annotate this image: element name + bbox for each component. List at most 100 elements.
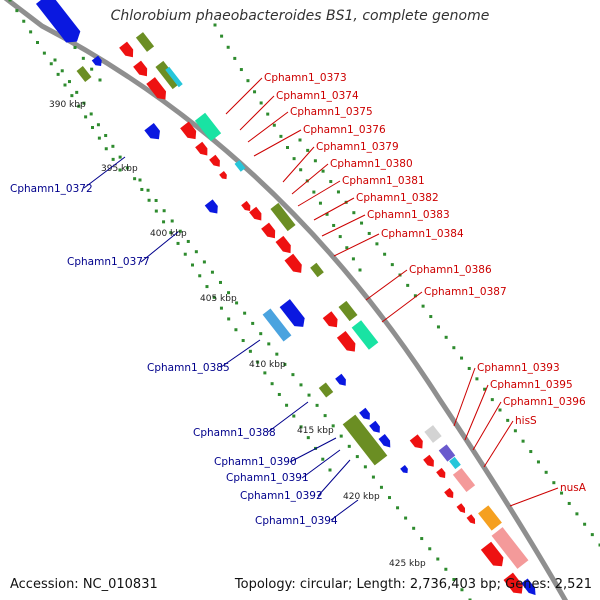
gene-label-reverse[interactable]: Cphamn1_0394 xyxy=(255,515,338,527)
gene-label-reverse[interactable]: Cphamn1_0392 xyxy=(240,490,323,502)
scale-dot xyxy=(227,291,231,295)
gene-feature xyxy=(144,123,160,140)
gene-feature xyxy=(270,202,296,232)
scale-dot xyxy=(259,101,263,105)
gene-feature xyxy=(91,55,102,66)
gene-label-forward[interactable]: Cphamn1_0374 xyxy=(276,90,359,102)
gene-feature xyxy=(452,467,476,493)
scale-dot xyxy=(118,155,122,159)
gene-block xyxy=(342,414,388,466)
scale-dot xyxy=(298,138,302,142)
gene-feature xyxy=(449,456,461,470)
leader-line xyxy=(140,231,179,263)
leader-line xyxy=(225,77,263,115)
scale-dot xyxy=(22,19,26,23)
scale-dot xyxy=(329,180,333,184)
leader-line xyxy=(365,269,408,301)
gene-label-reverse[interactable]: Cphamn1_0391 xyxy=(226,472,309,484)
gene-label-reverse[interactable]: Cphamn1_0372 xyxy=(10,183,93,195)
gene-label-forward[interactable]: Cphamn1_0381 xyxy=(342,175,425,187)
gene-arrow xyxy=(400,465,408,474)
gene-arrow xyxy=(219,171,227,180)
gene-label-forward[interactable]: nusA xyxy=(560,482,587,494)
leader-line xyxy=(333,233,380,257)
gene-arrow xyxy=(35,0,81,43)
leader-line xyxy=(247,111,289,143)
scale-dot xyxy=(306,436,310,440)
gene-arrow xyxy=(359,407,370,420)
scale-dot xyxy=(292,157,296,161)
gene-label-forward[interactable]: Cphamn1_0387 xyxy=(424,286,507,298)
gene-label-forward[interactable]: Cphamn1_0393 xyxy=(477,362,560,374)
scale-dot xyxy=(444,567,448,571)
gene-block xyxy=(438,444,456,462)
scale-dot xyxy=(560,491,564,495)
leader-line xyxy=(282,146,315,183)
scale-dot xyxy=(412,526,416,530)
accession-text: Accession: NC_010831 xyxy=(10,577,158,592)
leader-line xyxy=(313,197,355,221)
gene-feature xyxy=(436,467,446,478)
gene-label-forward[interactable]: Cphamn1_0380 xyxy=(330,158,413,170)
gene-block xyxy=(338,300,358,322)
scale-dot xyxy=(436,325,440,329)
gene-arrow xyxy=(91,55,102,66)
scale-dot xyxy=(133,177,137,181)
scale-dot xyxy=(29,30,33,34)
gene-label-forward[interactable]: Cphamn1_0379 xyxy=(316,141,399,153)
scale-dot xyxy=(42,51,46,55)
gene-label-forward[interactable]: Cphamn1_0375 xyxy=(290,106,373,118)
gene-label-forward[interactable]: Cphamn1_0395 xyxy=(490,379,573,391)
gene-label-reverse[interactable]: Cphamn1_0388 xyxy=(193,427,276,439)
scale-dot xyxy=(567,501,571,505)
gene-block xyxy=(491,527,529,569)
gene-feature xyxy=(310,262,324,278)
scale-dot xyxy=(104,147,108,151)
scale-dot xyxy=(243,311,247,315)
gene-label-forward[interactable]: Cphamn1_0386 xyxy=(409,264,492,276)
scale-dot xyxy=(118,168,122,172)
gene-label-reverse[interactable]: Cphamn1_0377 xyxy=(67,256,150,268)
gene-label-forward[interactable]: Cphamn1_0383 xyxy=(367,209,450,221)
gene-block xyxy=(155,60,181,90)
gene-feature xyxy=(194,112,222,142)
scale-dot xyxy=(363,465,367,469)
gene-label-reverse[interactable]: Cphamn1_0390 xyxy=(214,456,297,468)
scale-dot xyxy=(147,198,151,202)
gene-arrow xyxy=(144,123,160,140)
leader-line xyxy=(321,214,366,237)
scale-dot xyxy=(292,414,296,418)
scale-dot xyxy=(404,516,408,520)
gene-block xyxy=(270,202,296,232)
gene-label-forward[interactable]: Cphamn1_0384 xyxy=(381,228,464,240)
gene-label-forward[interactable]: Cphamn1_0396 xyxy=(503,396,586,408)
kbp-label-405: 405 kbp xyxy=(200,294,237,304)
scale-dot xyxy=(351,257,355,261)
scale-dot xyxy=(140,187,144,191)
gene-label-forward[interactable]: Cphamn1_0376 xyxy=(303,124,386,136)
scale-dot xyxy=(205,285,209,289)
gene-label-forward[interactable]: Cphamn1_0373 xyxy=(264,72,347,84)
scale-dot xyxy=(248,349,252,353)
scale-dot xyxy=(575,512,579,516)
gene-label-forward[interactable]: hisS xyxy=(515,415,537,427)
scale-dot xyxy=(263,371,267,375)
gene-feature xyxy=(423,454,434,467)
gene-arrow xyxy=(195,141,208,156)
scale-dot xyxy=(318,201,322,205)
scale-dot xyxy=(421,304,425,308)
leader-line xyxy=(509,487,559,507)
leader-lines xyxy=(83,77,559,521)
leader-line xyxy=(83,156,126,189)
scale-dot xyxy=(552,481,556,485)
gene-label-reverse[interactable]: Cphamn1_0385 xyxy=(147,362,230,374)
scale-dot xyxy=(312,190,316,194)
scale-dot xyxy=(529,450,533,454)
scale-dot xyxy=(498,408,502,412)
gene-label-forward[interactable]: Cphamn1_0382 xyxy=(356,192,439,204)
gene-arrow xyxy=(480,541,504,567)
gene-arrow xyxy=(466,514,476,524)
gene-feature xyxy=(180,121,197,140)
gene-feature xyxy=(466,514,476,524)
scale-dot xyxy=(104,134,108,138)
